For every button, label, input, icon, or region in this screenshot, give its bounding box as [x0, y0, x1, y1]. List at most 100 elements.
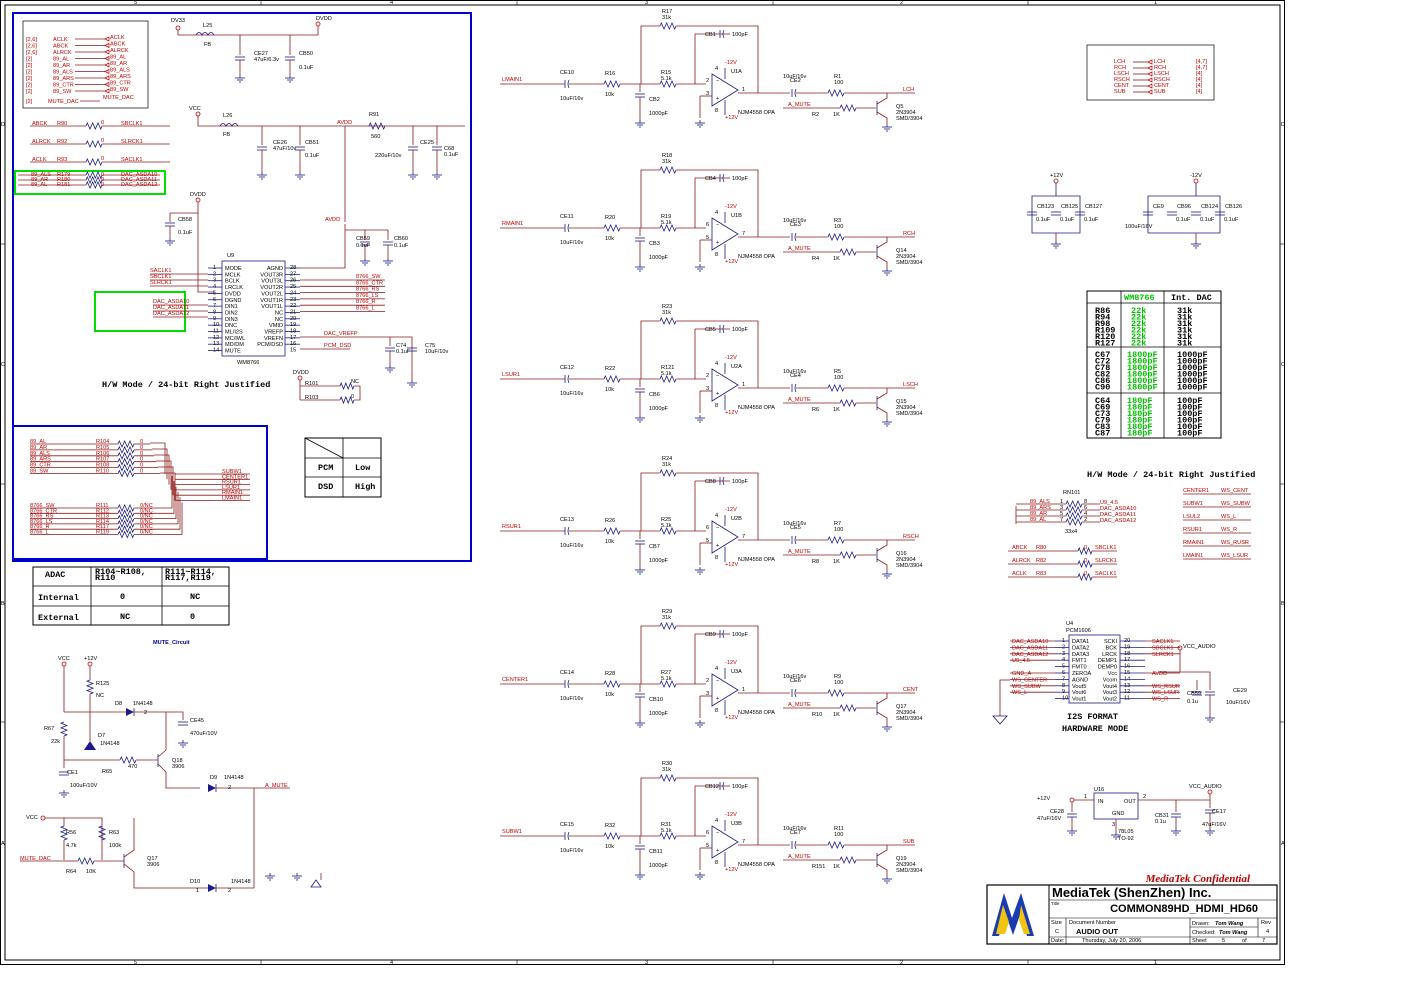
- data-resistor: [85, 171, 103, 179]
- pcm-table-cell: High: [355, 482, 375, 492]
- opamp-minus: −: [716, 830, 719, 836]
- comp-table-head: WM8766: [1124, 293, 1155, 303]
- resistor-ref: R26: [605, 518, 615, 524]
- resistor-value: 0/NC: [140, 508, 153, 514]
- clk-net: ALRCK: [32, 139, 51, 145]
- cap-ref: CB4: [705, 176, 716, 182]
- chip-pin-name: MC/IWL: [225, 336, 245, 342]
- power-pin-icon: [1053, 178, 1059, 184]
- mux-bus: [158, 466, 174, 496]
- r125: [85, 679, 95, 695]
- transistor-pkg: SMD/3904: [896, 563, 922, 569]
- out-port-name: SUB: [1154, 89, 1166, 95]
- i2s-caption: H/W Mode / 24-bit Right Justified: [1087, 470, 1255, 480]
- rail-label: VCC_AUDIO: [1183, 644, 1216, 650]
- resnet-out-net: U9_4.5: [1100, 500, 1118, 506]
- opamp-vpos: +12V: [725, 115, 738, 121]
- resistor-ref: R121: [661, 365, 674, 371]
- out-port-tag: [4]: [1196, 77, 1203, 83]
- comp-table-dac: 31k: [1177, 319, 1192, 329]
- chip-right-net: AVDD: [1152, 671, 1167, 677]
- q17-lead: [123, 863, 208, 889]
- resistor-ref: R2: [812, 112, 819, 118]
- port-tag: [2]: [26, 57, 33, 63]
- comp-table-wm: 180pF: [1127, 396, 1153, 406]
- comp-table-ref: R127: [1095, 339, 1115, 349]
- cap-value: 10uF/16v: [560, 696, 584, 702]
- feedback-resistor: [659, 469, 677, 477]
- pin-number: 1: [1060, 499, 1063, 505]
- mux-bus: [168, 491, 179, 525]
- comp-table-wm: 180pF: [1127, 422, 1153, 432]
- mux-resistor: [117, 519, 135, 528]
- comp-table-dac: 31k: [1177, 332, 1192, 342]
- mute-transistor-lead: [876, 693, 888, 705]
- row-label: C: [1, 362, 5, 368]
- port-tag: [2]: [26, 89, 33, 95]
- out-port-tag: [4]: [1196, 89, 1203, 95]
- out-port-list-box: [1086, 44, 1215, 101]
- port-list-box: [22, 20, 149, 109]
- resistor-ref: R119: [96, 530, 109, 536]
- resistor-value: 0: [101, 156, 104, 162]
- mux-section-box: [12, 425, 268, 560]
- inductor-ref: L25: [203, 23, 212, 29]
- power-pin-icon: [1193, 178, 1199, 184]
- resnet-element: [1065, 506, 1083, 514]
- pin-number: 1: [742, 687, 745, 693]
- vref-wire: [300, 336, 413, 380]
- dac-output-net: 8766_RS: [356, 287, 380, 293]
- channel-stages: LMAIN1CE1010uF/16vR1610kCB21000pFR155.1k…: [500, 9, 922, 884]
- opamp-symbol: [711, 217, 739, 251]
- row-label: C: [1281, 362, 1285, 368]
- pcm-table-cell: Low: [355, 463, 371, 473]
- resistor-ref: R114: [96, 519, 109, 525]
- cap-value: 10uF/16v: [783, 521, 807, 527]
- mux-bus: [154, 454, 170, 485]
- output-cap-curve: [794, 840, 797, 850]
- feedback-cap-curve: [722, 173, 725, 183]
- resistor-value: 22k: [51, 739, 60, 745]
- adac-table-cell: Internal: [38, 593, 79, 603]
- mux-input-net: 89_ARS: [30, 457, 51, 463]
- inductor-value: FB: [204, 42, 211, 48]
- gain-resistor: [659, 224, 677, 232]
- resistor-ref: R7: [834, 521, 841, 527]
- chip-pin-number: 21: [290, 309, 296, 315]
- mux-output-net: LMAIN1: [222, 496, 242, 502]
- cap-ref: CE4: [790, 373, 801, 379]
- resistor-value: 0/NC: [140, 503, 153, 509]
- map-to: WS_LSUR: [1221, 553, 1248, 559]
- channel-output-net: SUB: [903, 839, 915, 845]
- r103: [339, 395, 355, 405]
- resistor-value: 31k: [662, 462, 671, 468]
- mux-output-net: RMAIN1: [222, 490, 243, 496]
- feedback-wire: [676, 25, 759, 93]
- resistor-ref: R8: [812, 559, 819, 565]
- chip-pin-number: 16: [290, 341, 296, 347]
- data-resistor: [85, 181, 103, 189]
- cap-ref: CB124: [1201, 204, 1218, 210]
- cap-ref: CE11: [560, 214, 574, 220]
- resistor-ref: R23: [662, 304, 672, 310]
- output-resistor: [827, 89, 845, 97]
- feedback-wire: [676, 320, 759, 388]
- mux-bus: [162, 476, 173, 509]
- r64: [77, 857, 95, 865]
- power-pin-icon: [87, 661, 93, 667]
- resistor-ref: R20: [605, 215, 615, 221]
- port-name: ALRCK: [110, 48, 129, 54]
- mute-base-resistor: [839, 551, 857, 559]
- resistor-value: 5.1k: [661, 220, 672, 226]
- resistor-value: 10k: [605, 92, 614, 98]
- mux-resistor: [117, 451, 135, 460]
- amute-net: A_MUTE: [788, 397, 811, 403]
- chip-pin-name: VOUT2L: [261, 291, 283, 297]
- inductor-ref: L26: [223, 113, 232, 119]
- chip-pin-name: AGND: [1072, 677, 1088, 683]
- resistor-value: 1K: [833, 864, 840, 870]
- out-port-name: CENT: [1154, 83, 1170, 89]
